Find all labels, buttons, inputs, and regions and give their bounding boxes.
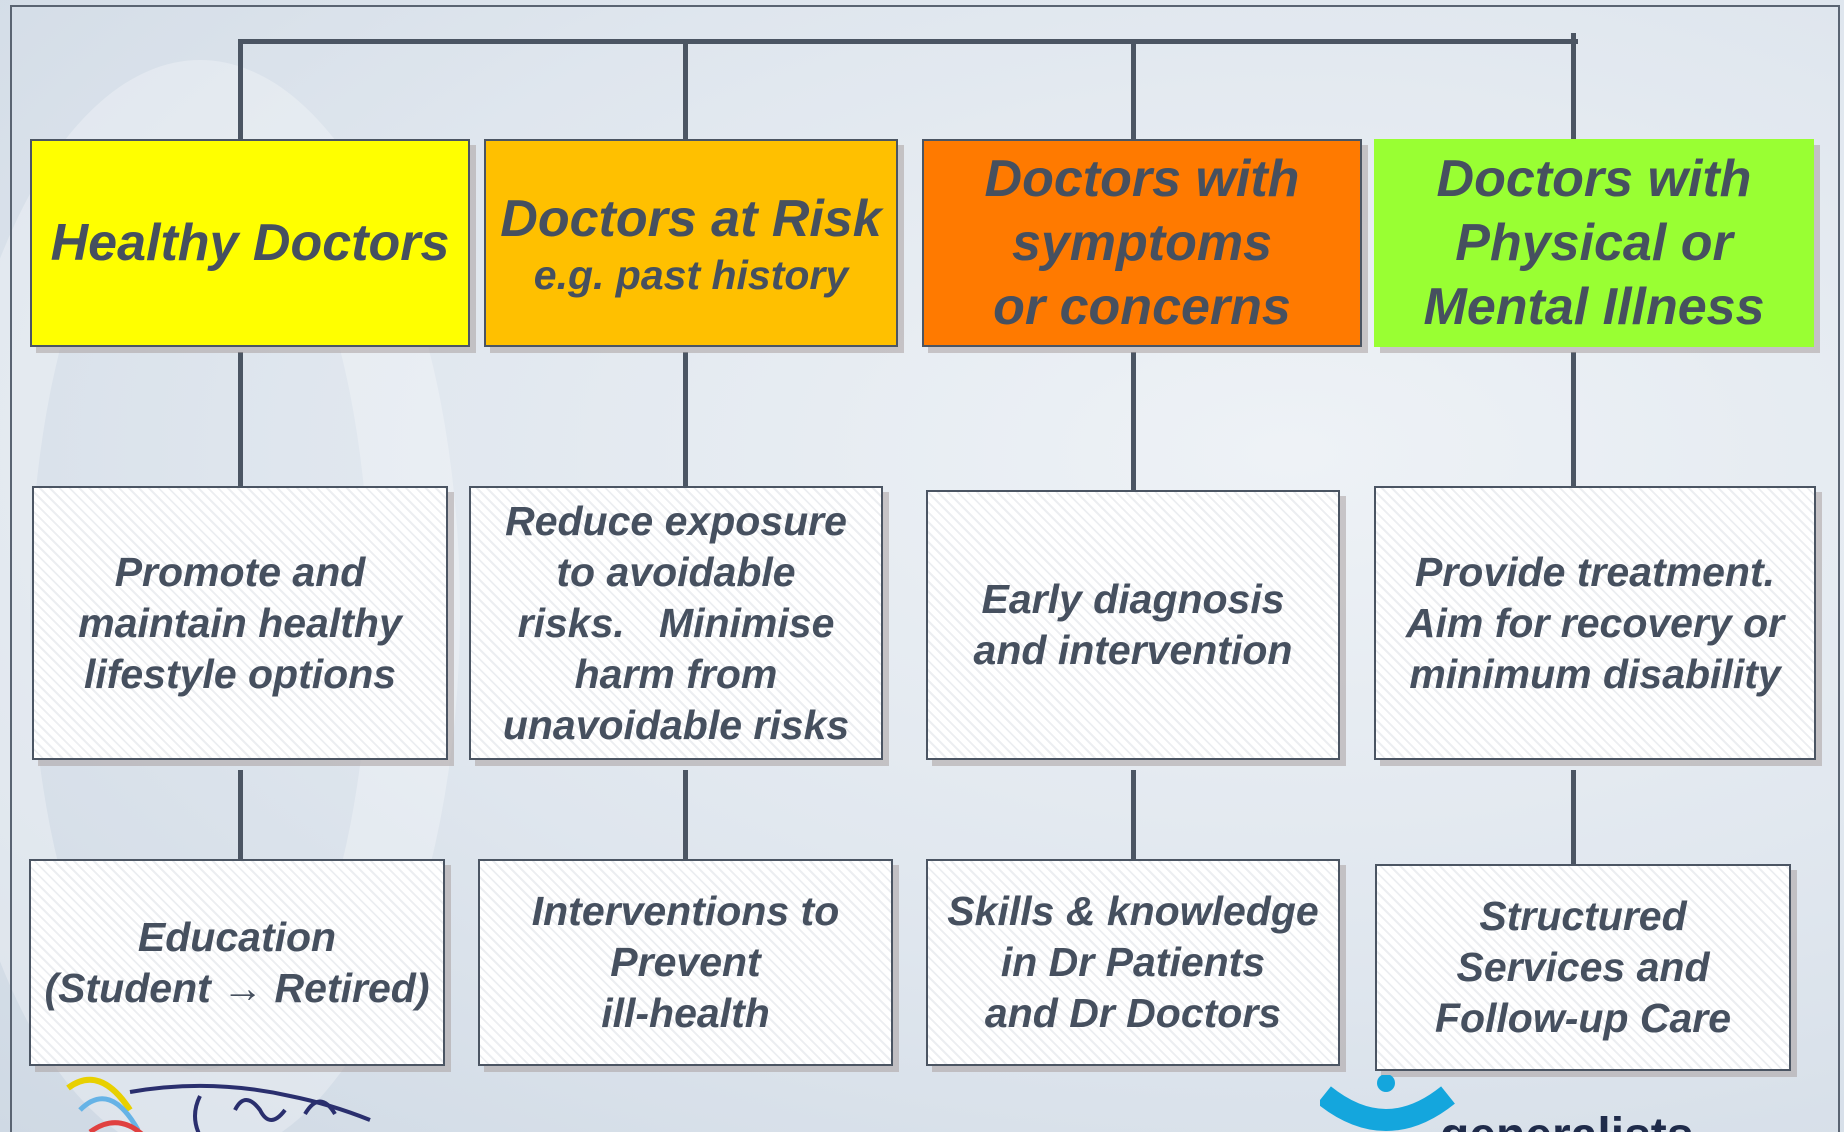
top-bus-line bbox=[240, 39, 1578, 44]
service-box-4: Structured Services and Follow-up Care bbox=[1375, 864, 1791, 1071]
iscmg-logo-icon bbox=[66, 1076, 371, 1132]
connector-top-3 bbox=[1131, 39, 1136, 141]
category-title-line: Doctors with bbox=[984, 150, 1300, 208]
goal-text-line: Early diagnosis bbox=[981, 576, 1285, 622]
connector-low-4 bbox=[1571, 770, 1576, 867]
service-text-line: Services and bbox=[1456, 944, 1710, 990]
goal-box-1: Promote and maintain healthy lifestyle o… bbox=[32, 486, 448, 760]
goal-text-line: and intervention bbox=[973, 627, 1293, 673]
goal-text-line: risks. Minimise bbox=[517, 599, 835, 646]
category-subtitle: e.g. past history bbox=[533, 252, 849, 298]
service-text-line: and Dr Doctors bbox=[984, 990, 1282, 1036]
category-doctors-with-symptoms: Doctors with symptoms or concerns bbox=[922, 139, 1362, 347]
goal-text-line: maintain healthy bbox=[78, 599, 402, 646]
goal-text-line: Promote and bbox=[114, 548, 366, 595]
goal-text-line: to avoidable bbox=[556, 548, 796, 595]
category-title-line: or concerns bbox=[993, 278, 1291, 336]
connector-top-2 bbox=[683, 39, 688, 141]
service-box-2: Interventions to Prevent ill-health bbox=[478, 859, 893, 1066]
category-doctors-at-risk: Doctors at Risk e.g. past history bbox=[484, 139, 898, 347]
slide-frame bbox=[10, 5, 1840, 1132]
connector-top-4 bbox=[1571, 33, 1576, 141]
connector-mid-4 bbox=[1571, 352, 1576, 488]
service-text-line: Skills & knowledge bbox=[947, 888, 1319, 934]
connector-low-3 bbox=[1131, 770, 1136, 862]
connector-low-2 bbox=[683, 770, 688, 862]
category-title-line: Healthy Doctors bbox=[50, 214, 450, 272]
goal-box-4: Provide treatment. Aim for recovery or m… bbox=[1374, 486, 1816, 760]
service-text-line: Education bbox=[137, 913, 337, 960]
goal-box-2: Reduce exposure to avoidable risks. Mini… bbox=[469, 486, 883, 760]
category-doctors-with-illness: Doctors with Physical or Mental Illness bbox=[1374, 139, 1814, 347]
connector-top-1 bbox=[238, 39, 243, 141]
service-box-3: Skills & knowledge in Dr Patients and Dr… bbox=[926, 859, 1340, 1066]
goal-text-line: harm from bbox=[574, 650, 778, 697]
goal-text-line: lifestyle options bbox=[83, 650, 397, 697]
goal-text-line: Reduce exposure bbox=[505, 497, 847, 544]
connector-mid-1 bbox=[238, 352, 243, 488]
service-text-line: Interventions to bbox=[531, 888, 840, 934]
goal-text-line: Provide treatment. bbox=[1415, 548, 1775, 595]
category-title-line: Doctors at Risk bbox=[500, 190, 882, 248]
category-title-line: symptoms bbox=[1011, 214, 1273, 272]
goal-text-line: minimum disability bbox=[1409, 650, 1781, 697]
service-box-1: Education (Student → Retired) bbox=[29, 859, 445, 1066]
category-title-line: Physical or bbox=[1455, 214, 1733, 272]
generalists-logo-icon bbox=[1320, 1075, 1455, 1131]
connector-mid-2 bbox=[683, 352, 688, 488]
connector-low-1 bbox=[238, 770, 243, 862]
service-text-line: in Dr Patients bbox=[1000, 939, 1266, 985]
goal-text-line: Aim for recovery or bbox=[1405, 599, 1785, 646]
service-text-line: Prevent bbox=[610, 939, 761, 985]
generalists-logo-text: generalists bbox=[1440, 1108, 1693, 1132]
goal-text-line: unavoidable risks bbox=[502, 701, 850, 748]
category-title-line: Doctors with bbox=[1436, 150, 1752, 208]
category-title-line: Mental Illness bbox=[1423, 278, 1765, 336]
service-text-line: ill-health bbox=[601, 990, 770, 1036]
goal-box-3: Early diagnosis and intervention bbox=[926, 490, 1340, 760]
connector-mid-3 bbox=[1131, 352, 1136, 492]
service-text-line: Follow-up Care bbox=[1434, 995, 1732, 1041]
service-text-line: (Student → Retired) bbox=[44, 964, 430, 1011]
service-text-line: Structured bbox=[1479, 893, 1687, 939]
category-healthy-doctors: Healthy Doctors bbox=[30, 139, 470, 347]
